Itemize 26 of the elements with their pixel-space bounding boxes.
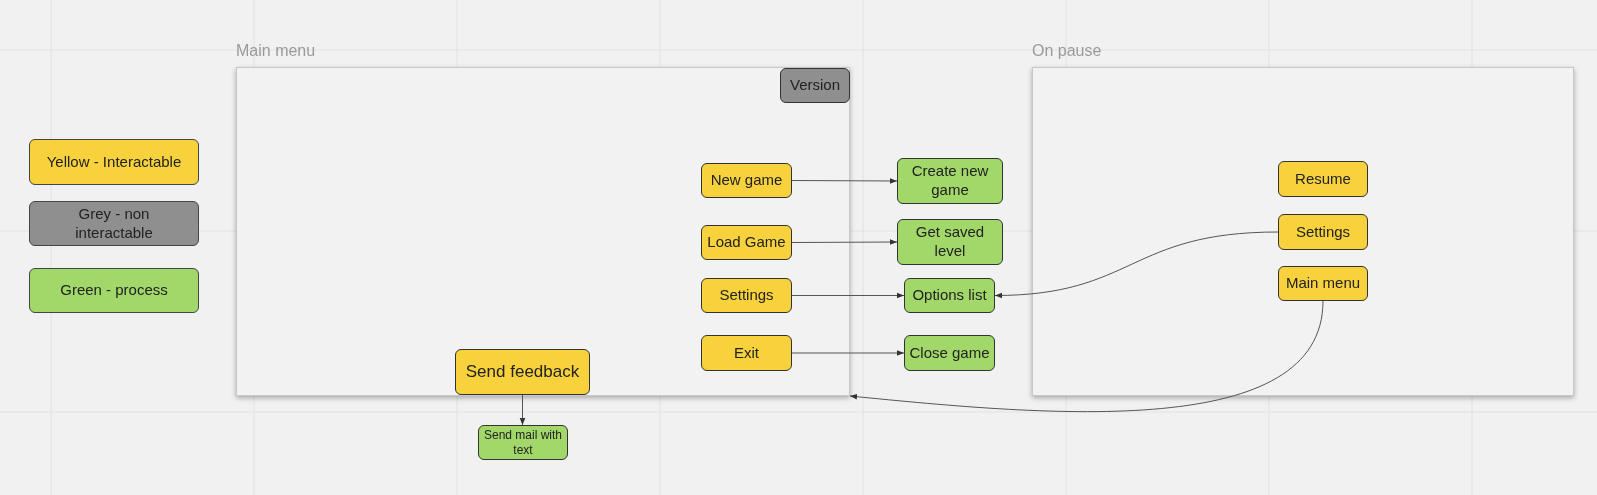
- button-box: Exit: [701, 335, 792, 371]
- arrow: [791, 178, 898, 184]
- legend-item: Yellow - Interactable: [29, 139, 199, 185]
- frame-title: Main menu: [236, 41, 316, 61]
- process-box: Options list: [904, 278, 995, 313]
- process-box: Close game: [904, 335, 995, 371]
- button-box: Settings: [701, 278, 792, 313]
- button-box: New game: [701, 163, 792, 198]
- button-box: Resume: [1278, 161, 1368, 197]
- arrow: [791, 350, 905, 356]
- label-box: Version: [780, 68, 850, 103]
- button-box: Settings: [1278, 214, 1368, 250]
- legend-item: Grey - non interactable: [29, 201, 199, 246]
- frame-title: On pause: [1032, 41, 1102, 61]
- arrow: [519, 394, 526, 426]
- arrow: [791, 292, 905, 299]
- process-box: Send mail with text: [478, 425, 568, 460]
- arrow: [849, 300, 1324, 412]
- button-box: Load Game: [701, 225, 792, 260]
- arrow: [791, 239, 898, 245]
- process-box: Get saved level: [897, 219, 1003, 265]
- button-box: Main menu: [1278, 266, 1368, 301]
- legend-item: Green - process: [29, 268, 199, 313]
- button-box: Send feedback: [455, 349, 590, 395]
- arrow: [994, 231, 1279, 299]
- process-box: Create new game: [897, 158, 1003, 204]
